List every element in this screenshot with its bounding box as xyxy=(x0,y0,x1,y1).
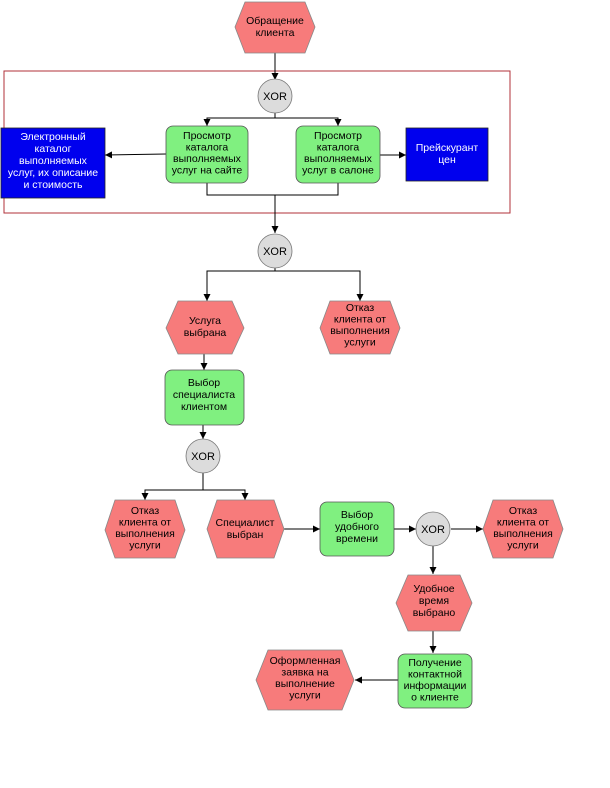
event-time-selected-line-1: Удобное xyxy=(413,583,454,595)
function-get-contact-line-3: информации xyxy=(404,680,467,692)
event-start-line-2: клиента xyxy=(256,27,295,39)
edges xyxy=(104,53,483,684)
event-order-done-line-2: заявка на xyxy=(281,667,328,679)
event-refusal-2-line-1: Отказ xyxy=(131,505,160,517)
event-order-done-line-1: Оформленная xyxy=(270,655,341,667)
event-refusal-3-line-4: услуги xyxy=(507,540,539,552)
function-choose-time-line-3: времени xyxy=(336,533,378,545)
function-choose-specialist-line-3: клиентом xyxy=(181,401,227,413)
function-choose-time-line-2: удобного xyxy=(335,521,379,533)
event-specialist-selected-line-2: выбран xyxy=(227,529,264,541)
resource-price-list-line-2: цен xyxy=(438,154,456,166)
xor-connector-2-label: XOR xyxy=(263,246,287,258)
xor-connector-2: XOR xyxy=(257,233,293,269)
event-time-selected-line-2: время xyxy=(419,595,449,607)
resource-price-list-line-1: Прейскурант xyxy=(416,142,479,154)
function-browse-site-line-1: Просмотр xyxy=(183,130,231,142)
event-specialist-selected-line-1: Специалист xyxy=(216,517,275,529)
function-browse-site-line-3: выполняемых xyxy=(173,153,242,165)
xor-connector-3: XOR xyxy=(185,438,221,474)
xor-connector-4-label: XOR xyxy=(421,524,445,536)
event-order-done-line-3: выполнение xyxy=(275,678,335,690)
function-get-contact-line-2: контактной xyxy=(408,669,462,681)
xor-connector-4: XOR xyxy=(415,511,451,547)
event-service-selected-line-1: Услуга xyxy=(189,315,221,327)
event-refusal-3-line-2: клиента от xyxy=(497,517,549,529)
event-time-selected-line-3: выбрано xyxy=(413,607,456,619)
function-get-contact-line-1: Получение xyxy=(408,657,462,669)
function-choose-specialist-line-1: Выбор xyxy=(188,377,220,389)
function-browse-salon-line-2: каталога xyxy=(317,142,360,154)
resource-e-catalog-line-2: каталог xyxy=(35,143,72,155)
resource-e-catalog-line-5: и стоимость xyxy=(23,179,83,191)
xor-connector-1-label: XOR xyxy=(263,91,287,103)
event-refusal-1-line-2: клиента от xyxy=(334,314,386,326)
event-refusal-1-line-4: услуги xyxy=(344,337,376,349)
event-refusal-3-line-1: Отказ xyxy=(509,505,538,517)
event-refusal-2-line-3: выполнения xyxy=(115,528,175,540)
function-choose-specialist-line-2: специалиста xyxy=(173,389,235,401)
event-refusal-2-line-4: услуги xyxy=(129,540,161,552)
function-browse-salon-line-1: Просмотр xyxy=(314,130,362,142)
event-start-line-1: Обращение xyxy=(246,15,304,27)
event-order-done-line-4: услуги xyxy=(289,690,321,702)
resource-e-catalog-line-4: услуг, их описание xyxy=(8,167,98,179)
function-browse-salon-line-3: выполняемых xyxy=(304,153,373,165)
resource-e-catalog-line-3: выполняемых xyxy=(19,155,88,167)
function-get-contact-line-4: о клиенте xyxy=(411,692,459,704)
event-refusal-1-line-1: Отказ xyxy=(346,302,375,314)
xor-connector-1: XOR xyxy=(257,78,293,114)
event-refusal-1-line-3: выполнения xyxy=(330,325,390,337)
function-browse-site-line-4: услуг на сайте xyxy=(172,165,243,177)
xor-connector-3-label: XOR xyxy=(191,451,215,463)
event-refusal-3-line-3: выполнения xyxy=(493,528,553,540)
function-browse-salon-line-4: услуг в салоне xyxy=(302,165,374,177)
event-service-selected-line-2: выбрана xyxy=(184,327,227,339)
event-refusal-2-line-2: клиента от xyxy=(119,517,171,529)
function-choose-time-line-1: Выбор xyxy=(341,509,373,521)
function-browse-site-line-2: каталога xyxy=(186,142,229,154)
resource-e-catalog-line-1: Электронный xyxy=(20,131,86,143)
